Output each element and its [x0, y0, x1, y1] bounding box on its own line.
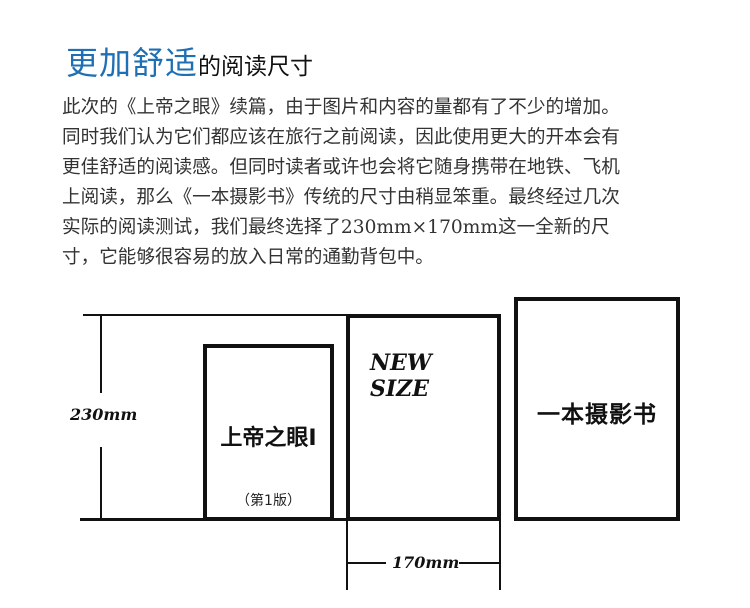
paragraph-line: 更佳舒适的阅读感。但同时读者或许也会将它随身携带在地铁、飞机 [62, 157, 620, 178]
paragraph-line: 寸，它能够很容易的放入日常的通勤背包中。 [62, 247, 434, 268]
width-dimension-line-left [348, 562, 386, 564]
heading-rest: 的阅读尺寸 [198, 54, 314, 80]
height-label: 230mm [70, 405, 138, 424]
height-dimension-line-top [100, 315, 102, 393]
book-new-size: NEW SIZE [346, 314, 501, 521]
height-dimension-line-bottom [100, 447, 102, 519]
description-paragraph: 此次的《上帝之眼》续篇，由于图片和内容的量都有了不少的增加。 同时我们认为它们都… [62, 93, 722, 273]
paragraph-line: 上阅读，那么《一本摄影书》传统的尺寸由稍显笨重。最终经过几次 [62, 187, 620, 208]
top-reference-line [83, 314, 347, 316]
book-god-eye-1: 上帝之眼I （第1版） [203, 344, 334, 521]
new-size-label: NEW SIZE [370, 350, 432, 402]
new-size-line2: SIZE [370, 376, 430, 402]
width-label: 170mm [392, 553, 460, 572]
width-dimension-line-right [459, 562, 499, 564]
book-title: 上帝之眼I [220, 426, 317, 451]
new-size-line1: NEW [370, 350, 432, 376]
heading-accent: 更加舒适 [66, 44, 199, 82]
section-heading: 更加舒适的阅读尺寸 [66, 38, 313, 84]
width-dimension-left [346, 520, 348, 590]
book-edition: （第1版） [236, 493, 301, 509]
paragraph-line: 同时我们认为它们都应该在旅行之前阅读，因此使用更大的开本会有 [62, 127, 620, 148]
width-dimension-right [499, 520, 501, 590]
paragraph-line: 实际的阅读测试，我们最终选择了230mm×170mm这一全新的尺 [62, 217, 610, 238]
paragraph-line: 此次的《上帝之眼》续篇，由于图片和内容的量都有了不少的增加。 [62, 97, 620, 118]
book-photo-book: 一本摄影书 [514, 297, 680, 521]
book-title: 一本摄影书 [537, 402, 657, 428]
